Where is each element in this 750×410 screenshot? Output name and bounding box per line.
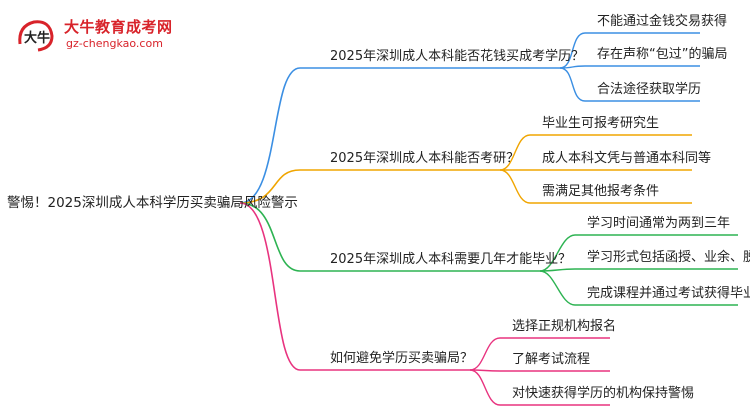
child-label: 了解考试流程 — [512, 352, 590, 367]
child-label: 学习时间通常为两到三年 — [587, 215, 730, 231]
child-connector — [469, 337, 501, 371]
branch-label: 2025年深圳成人本科需要几年才能毕业？ — [330, 252, 571, 267]
child-connector — [539, 234, 576, 272]
branch-label: 如何避免学历买卖骗局？ — [330, 350, 473, 366]
branch-connector — [239, 67, 301, 204]
child-label: 对快速获得学历的机构保持警惕 — [512, 385, 694, 401]
child-connector — [559, 32, 586, 69]
child-connector — [499, 134, 531, 171]
site-logo[interactable]: 大牛 大牛教育成考网 gz-chengkao.com — [14, 12, 204, 58]
child-label: 毕业生可报考研究生 — [542, 116, 659, 131]
branch-connector — [239, 169, 301, 204]
child-label: 不能通过金钱交易获得 — [597, 13, 727, 29]
branch-connector — [239, 202, 301, 371]
child-connector — [539, 270, 576, 306]
child-label: 选择正规机构报名 — [512, 318, 616, 334]
logo-title: 大牛教育成考网 — [64, 18, 173, 36]
child-label: 学习形式包括函授、业余、脱产 — [587, 249, 750, 265]
child-connector — [499, 169, 531, 204]
child-label: 完成课程并通过考试获得毕业证 — [587, 285, 750, 301]
child-connector — [469, 369, 501, 406]
child-label: 需满足其他报考条件 — [542, 183, 659, 199]
child-label: 合法途径获取学历 — [597, 81, 701, 97]
branch-label: 2025年深圳成人本科能否考研？ — [330, 151, 519, 166]
mindmap-links — [239, 32, 738, 406]
mindmap-labels: 警惕！2025深圳成人本科学历买卖骗局风险警示 2025年深圳成人本科能否花钱买成… — [7, 13, 750, 401]
branch-label: 2025年深圳成人本科能否花钱买成考学历？ — [330, 48, 584, 64]
bull-logo-icon: 大牛 — [18, 20, 54, 52]
child-label: 存在声称“包过”的骗局 — [597, 46, 727, 62]
svg-text:大牛: 大牛 — [24, 30, 50, 46]
child-connector — [559, 67, 586, 102]
root-topic: 警惕！2025深圳成人本科学历买卖骗局风险警示 — [7, 195, 298, 211]
child-label: 成人本科文凭与普通本科同等 — [542, 150, 711, 166]
branch-connector — [239, 202, 301, 272]
logo-url: gz-chengkao.com — [66, 37, 163, 50]
